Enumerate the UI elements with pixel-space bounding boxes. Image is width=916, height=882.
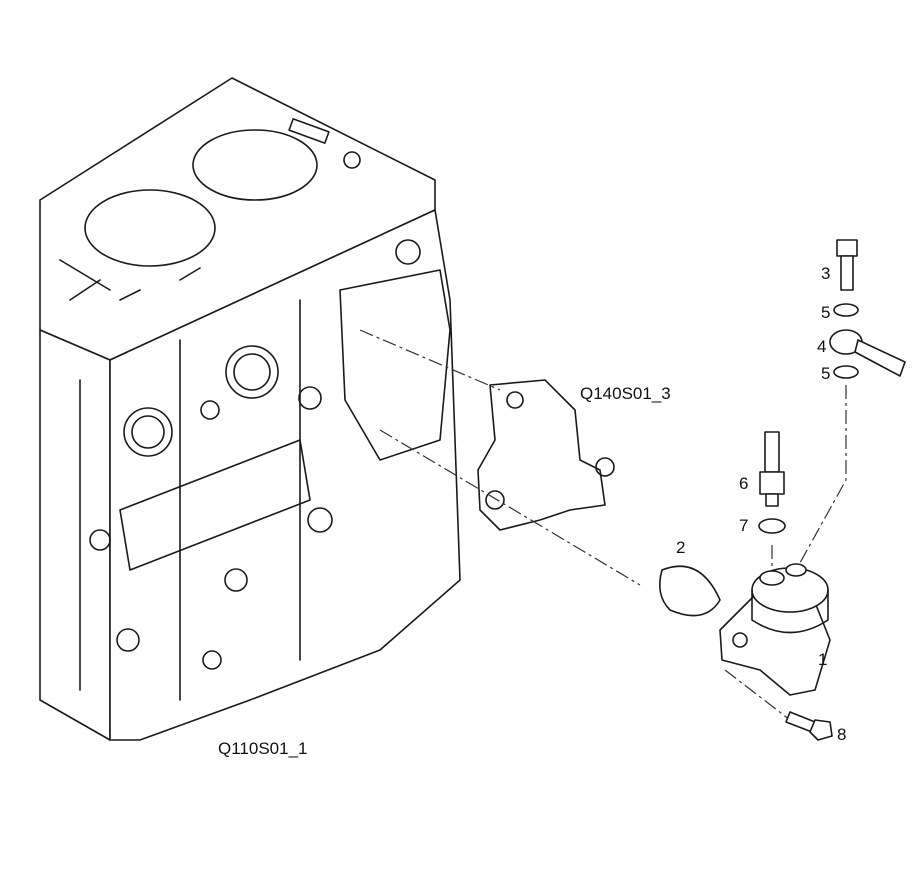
banjo-bolt-drawing (836, 239, 858, 291)
fuel-pump-drawing (719, 563, 831, 696)
alignment-line (359, 329, 501, 391)
callout-5: 5 (821, 364, 830, 383)
callout-5: 5 (821, 303, 830, 322)
washer-drawing (833, 303, 859, 317)
bracket-reference-label: Q140S01_3 (580, 384, 671, 403)
fuel-fitting-drawing (759, 431, 785, 507)
alignment-line (795, 385, 847, 571)
callout-6: 6 (739, 474, 748, 493)
washer-drawing (758, 518, 786, 534)
alignment-line (724, 669, 791, 721)
callout-1: 1 (818, 650, 827, 669)
callout-8: 8 (837, 725, 846, 744)
bolt-drawing (785, 711, 833, 741)
engine-block-drawing (39, 77, 461, 741)
callout-3: 3 (821, 264, 830, 283)
callout-7: 7 (739, 516, 748, 535)
banjo-fitting-drawing (829, 329, 906, 377)
washer-drawing (833, 365, 859, 379)
callout-4: 4 (817, 337, 826, 356)
gasket-drawing (659, 565, 721, 617)
mounting-bracket-drawing (477, 379, 615, 531)
alignment-line (379, 429, 641, 586)
block-reference-label: Q110S01_1 (218, 739, 307, 758)
callout-2: 2 (676, 538, 685, 557)
